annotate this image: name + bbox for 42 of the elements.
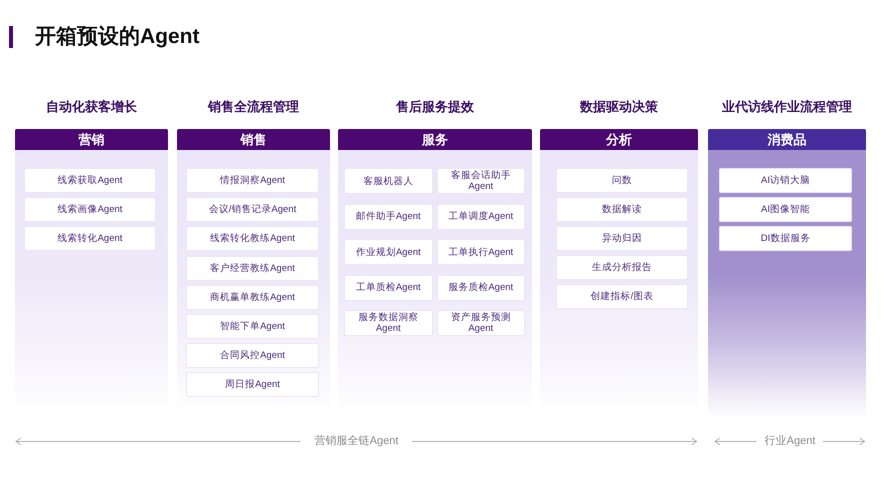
agent-card: 服务数据洞察Agent — [344, 310, 432, 336]
agent-card: AI访销大脑 — [719, 168, 852, 193]
page-title: 开箱预设的Agent — [35, 24, 200, 50]
agent-card: 创建指标/图表 — [556, 284, 688, 309]
column-heading: 数据驱动决策 — [580, 98, 658, 116]
column-heading: 业代访线作业流程管理 — [722, 98, 852, 116]
agent-card: 线索画像Agent — [24, 197, 156, 222]
category-header: 营销 — [15, 129, 168, 150]
agent-card: AI图像智能 — [719, 197, 852, 222]
agent-card: DI数据服务 — [719, 226, 852, 251]
agent-card: 智能下单Agent — [186, 314, 319, 339]
agent-card: 服务质检Agent — [436, 274, 525, 300]
category-header: 分析 — [540, 129, 698, 150]
column-heading: 售后服务提效 — [396, 98, 474, 116]
agent-card: 邮件助手Agent — [344, 204, 432, 230]
agent-card: 线索获取Agent — [24, 168, 156, 193]
agent-card: 客户经营教练Agent — [186, 256, 319, 281]
agent-card: 合同风控Agent — [186, 343, 319, 368]
agent-card: 异动归因 — [556, 226, 688, 251]
agent-card: 工单执行Agent — [436, 239, 525, 265]
column-heading: 自动化获客增长 — [46, 98, 137, 116]
column-heading: 销售全流程管理 — [208, 98, 299, 116]
agent-card: 数据解读 — [556, 197, 688, 222]
agent-card: 工单调度Agent — [436, 204, 525, 230]
category-header: 服务 — [338, 129, 532, 150]
agent-card: 情报洞察Agent — [186, 168, 319, 193]
agent-card: 工单质检Agent — [344, 274, 432, 300]
agent-card: 线索转化Agent — [24, 226, 156, 251]
agent-card: 生成分析报告 — [556, 255, 688, 280]
category-header: 销售 — [177, 129, 330, 150]
agent-card: 作业规划Agent — [344, 239, 432, 265]
agent-card: 商机赢单教练Agent — [186, 284, 319, 310]
agent-card: 周日报Agent — [186, 372, 319, 398]
category-header: 消费品 — [708, 129, 866, 150]
agent-card: 客服机器人 — [344, 168, 432, 194]
span-label: 营销服全链Agent — [314, 434, 398, 448]
agent-card: 客服会话助手Agent — [436, 168, 525, 194]
agent-card: 线索转化教练Agent — [186, 226, 319, 252]
agent-card: 问数 — [556, 168, 688, 193]
span-label: 行业Agent — [764, 434, 816, 448]
agent-card: 资产服务预测Agent — [436, 310, 525, 336]
agent-card: 会议/销售记录Agent — [186, 197, 319, 222]
